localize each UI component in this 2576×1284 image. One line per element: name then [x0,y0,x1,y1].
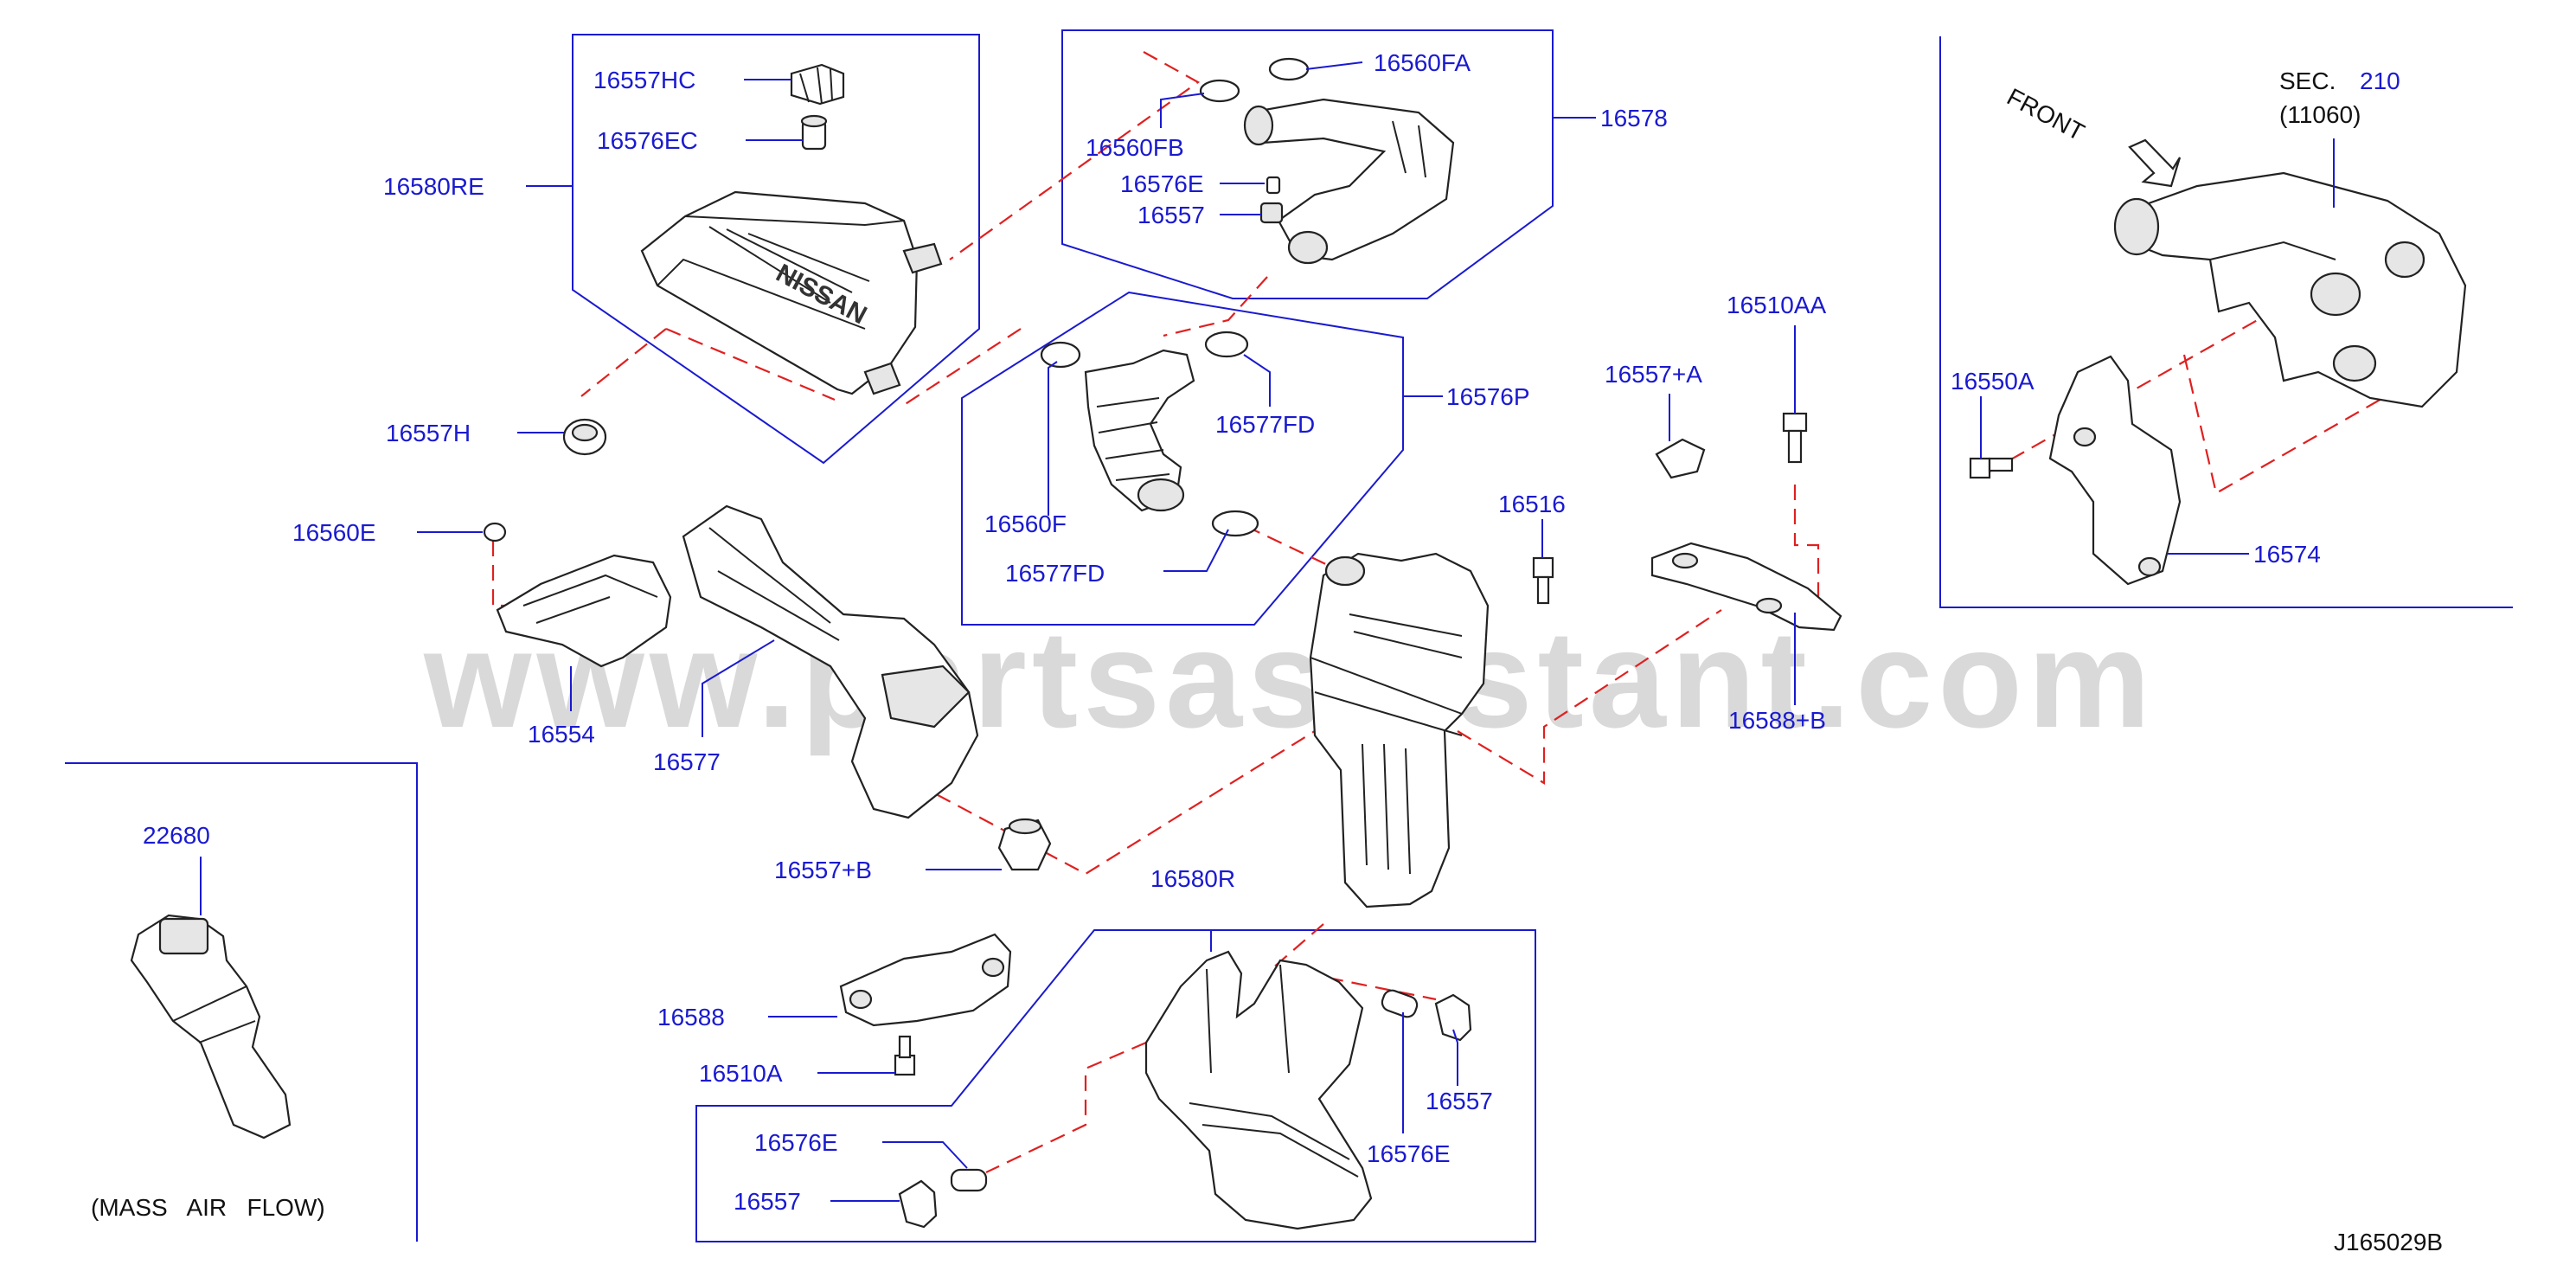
clip-part [483,522,507,542]
label-16576P: 16576P [1446,383,1530,410]
mount-rubber-part [562,418,607,456]
label-16510A: 16510A [699,1060,783,1087]
label-16557-B: 16557+B [774,857,872,883]
heat-shield-part [496,554,672,668]
throttle-chamber-part [2113,171,2467,408]
mass-air-flow-sensor-part [130,914,292,1140]
label-16576E-bottom-left: 16576E [754,1129,838,1156]
label-16516: 16516 [1498,491,1566,517]
label-16576E-top: 16576E [1120,170,1204,197]
air-inlet-duct-part [682,504,979,819]
hose-clamp-part [1199,57,1310,103]
label-16577FD-bot: 16577FD [1005,560,1105,587]
section-code: (11060) [2279,101,2361,128]
label-16554: 16554 [528,721,595,748]
front-arrow-icon [2128,138,2182,188]
duct-pin-part [1259,176,1284,224]
resonator-part [1144,950,1373,1230]
label-16560E: 16560E [292,519,376,546]
label-16560FB: 16560FB [1086,134,1184,161]
label-16580RE: 16580RE [383,173,484,200]
grommet-part [800,114,828,151]
assy-line [985,1041,1147,1173]
label-16557-A: 16557+A [1605,361,1702,388]
label-16560FA: 16560FA [1374,49,1471,76]
bolt-part [1782,412,1808,464]
assy-line [2182,354,2414,495]
frame-resonator [695,929,1536,1242]
assy-line [1245,525,1350,576]
label-16577: 16577 [653,748,721,775]
label-16557-top: 16557 [1137,202,1205,228]
air-filter-clip-part [790,63,845,106]
front-label: FRONT [2002,83,2089,146]
grommet-part [1655,438,1706,479]
label-16557-bottom-right: 16557 [1426,1088,1493,1114]
frame-throttle-section [1939,36,2513,608]
label-16580R: 16580R [1150,865,1235,892]
assy-line [1457,609,1722,785]
label-16578: 16578 [1600,105,1668,132]
air-cleaner-cover-part: NISSAN [640,190,943,395]
label-16557-bottom-left: 16557 [734,1188,801,1215]
label-16588: 16588 [657,1004,725,1030]
bracket-part [839,933,1012,1027]
diagram-code: J165029B [2334,1229,2443,1255]
air-duct-part [1243,98,1455,265]
assy-line [903,328,1022,406]
bracket-part [1650,542,1842,632]
label-16588-B: 16588+B [1728,707,1826,734]
assy-line [1327,976,1437,1001]
assy-line [665,327,836,401]
label-16510AA: 16510AA [1727,292,1827,318]
frame-air-duct [1061,29,1554,299]
label-16577FD-top: 16577FD [1215,411,1315,438]
bracket-part [2048,355,2182,586]
label-16574: 16574 [2253,541,2321,568]
section-number: 210 [2360,67,2400,94]
assy-line [1793,485,1820,601]
assy-line [949,51,1201,260]
grommet-part [997,818,1052,871]
assy-line [580,328,667,397]
watermark: www.partsassistant.com [423,601,2156,756]
hose-clamp-part [1040,331,1259,537]
bolt-part [1532,556,1554,605]
label-16557H: 16557H [386,420,471,446]
label-16560F: 16560F [984,510,1067,537]
section-prefix: SEC. [2279,67,2336,94]
label-16576EC: 16576EC [597,127,698,154]
assy-line [1163,276,1268,337]
air-hose-part [1084,349,1195,512]
label-22680: 22680 [143,822,210,849]
label-16550A: 16550A [1951,368,2035,395]
mass-air-flow-caption: (MASS AIR FLOW) [91,1194,325,1221]
bolt-part [894,1035,916,1076]
leader-lines [200,61,2335,1202]
frame-air-cleaner-cover [572,34,980,465]
assy-line [914,709,1350,876]
frame-air-hose [961,291,1404,626]
frame-mass-air-flow [65,762,418,1242]
label-16576E-bottom-right: 16576E [1367,1140,1451,1167]
bolt-part [1969,457,2014,479]
air-cleaner-body-part [1309,552,1490,908]
label-16557HC: 16557HC [593,67,695,93]
grommet-part [898,989,1472,1229]
